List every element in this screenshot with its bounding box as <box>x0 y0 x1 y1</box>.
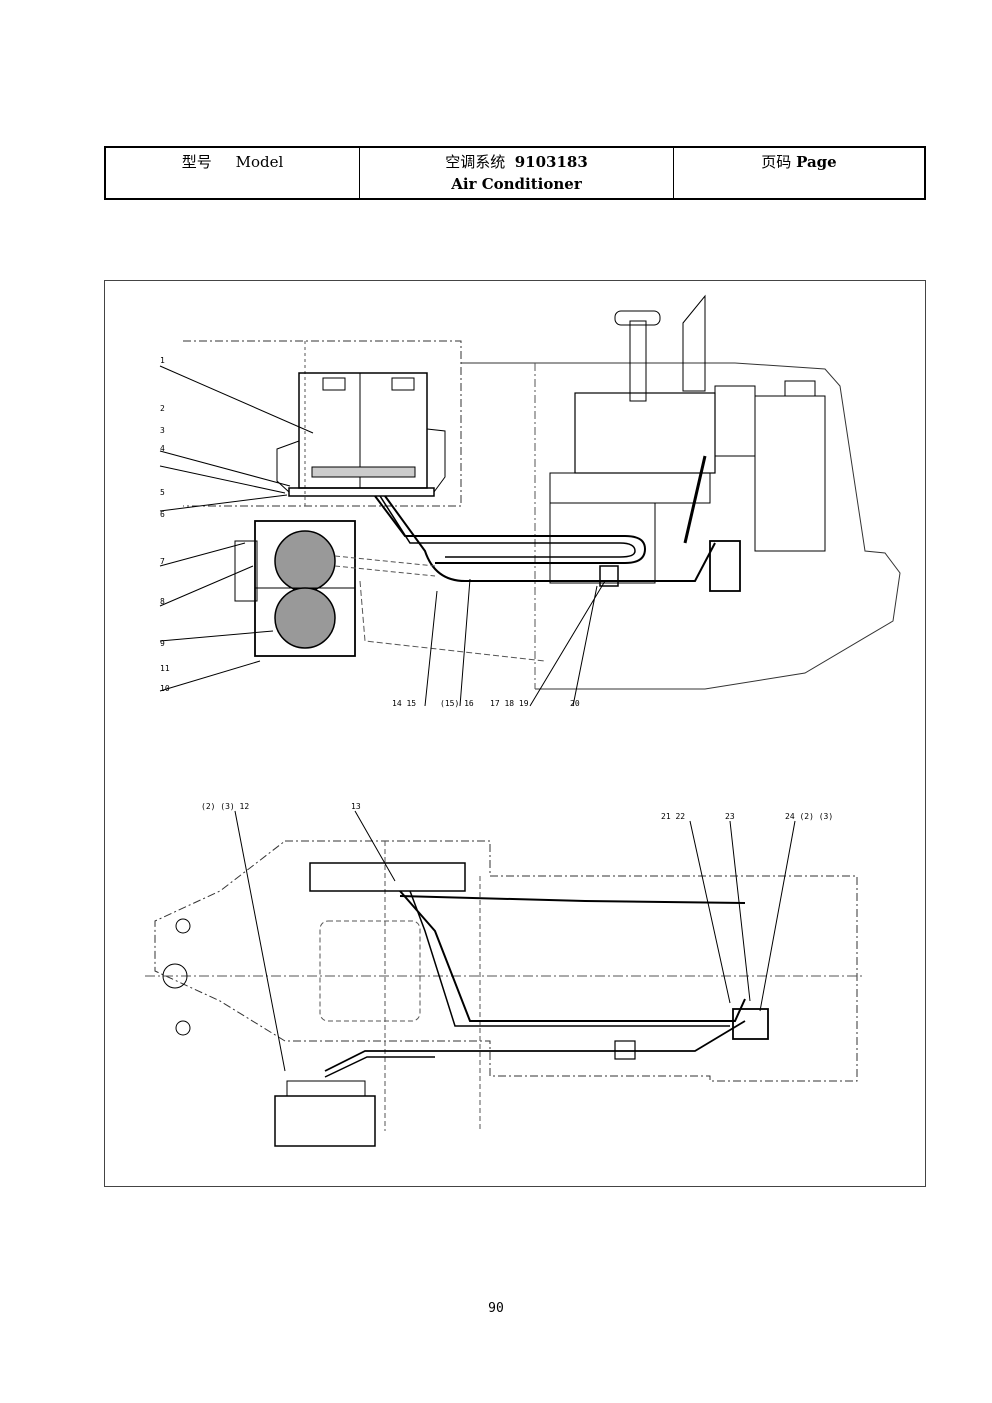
callout-14-15: 14 15 <box>392 699 416 708</box>
callout-2-3-12: (2) (3) 12 <box>201 802 249 811</box>
callout-15-16: (15) 16 <box>440 699 474 708</box>
callout-2: 2 <box>160 404 165 413</box>
model-label-en: Model <box>235 153 284 171</box>
page-number: 90 <box>488 1301 504 1316</box>
model-cell: 型号 Model <box>106 148 360 198</box>
callout-3: 3 <box>160 426 165 435</box>
title-en: Air Conditioner <box>451 175 582 193</box>
model-label-cn: 型号 <box>181 153 212 171</box>
callout-1: 1 <box>160 356 165 365</box>
callouts: 1 2 3 4 5 6 7 8 9 11 10 14 15 (15) 16 17… <box>160 356 833 821</box>
drawing-svg: 1 2 3 4 5 6 7 8 9 11 10 14 15 (15) 16 17… <box>145 294 901 1147</box>
callout-21-22: 21 22 <box>661 812 685 821</box>
callout-17-18-19: 17 18 19 <box>490 699 529 708</box>
callout-20: 20 <box>570 699 580 708</box>
callout-11: 11 <box>160 664 170 673</box>
page-label-en: Page <box>796 153 837 171</box>
header-table: 型号 Model 空调系统 9103183 Air Conditioner 页码… <box>104 146 926 200</box>
callout-8: 8 <box>160 597 165 606</box>
callout-9: 9 <box>160 639 165 648</box>
callout-10: 10 <box>160 684 170 693</box>
callout-5: 5 <box>160 488 165 497</box>
callout-4: 4 <box>160 444 165 453</box>
technical-drawing: 1 2 3 4 5 6 7 8 9 11 10 14 15 (15) 16 17… <box>104 280 926 1187</box>
callout-7: 7 <box>160 557 165 566</box>
page-label-cn: 页码 <box>761 153 792 171</box>
callout-6: 6 <box>160 510 165 519</box>
page-cell: 页码 Page <box>674 148 924 198</box>
callout-13: 13 <box>351 802 361 811</box>
callout-23: 23 <box>725 812 735 821</box>
callout-24-2-3: 24 (2) (3) <box>785 812 833 821</box>
part-number: 9103183 <box>514 153 588 171</box>
title-cell: 空调系统 9103183 Air Conditioner <box>360 148 674 198</box>
title-cn: 空调系统 <box>445 153 506 171</box>
